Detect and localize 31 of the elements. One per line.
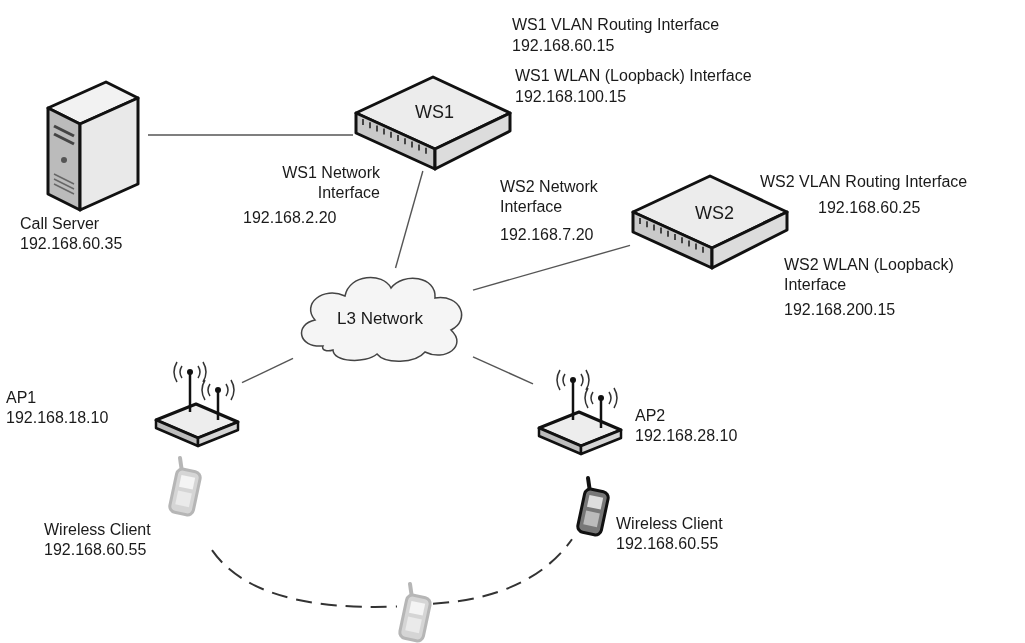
ip-address: 192.168.60.55	[44, 540, 147, 560]
ip-address: 192.168.2.20	[243, 208, 337, 228]
ip-address: 192.168.200.15	[784, 300, 896, 320]
dashed-path	[432, 538, 573, 605]
device-name: Call Server	[20, 214, 100, 234]
ip-address: 192.168.28.10	[635, 426, 738, 446]
network-link	[472, 244, 631, 291]
interface-label: WS1 VLAN Routing Interface	[512, 15, 720, 35]
interface-label: WS1 Network Interface	[281, 163, 380, 203]
device-name: AP1	[6, 388, 37, 408]
device-label: WS1	[415, 101, 454, 124]
interface-label: WS2 VLAN Routing Interface	[760, 172, 968, 192]
network-link	[147, 134, 354, 136]
ip-address: 192.168.18.10	[6, 408, 109, 428]
cloud-label: L3 Network	[337, 308, 423, 330]
device-name: Wireless Client	[44, 520, 151, 540]
device-label: WS2	[695, 202, 734, 225]
interface-label: WS2 Network Interface	[500, 177, 599, 217]
ip-address: 192.168.60.35	[20, 234, 123, 254]
interface-label: WS1 WLAN (Loopback) Interface	[515, 66, 752, 86]
network-link	[241, 357, 294, 384]
device-name: Wireless Client	[616, 514, 723, 534]
ip-address: 192.168.100.15	[515, 87, 627, 107]
interface-label: WS2 WLAN (Loopback) Interface	[784, 255, 955, 295]
network-link	[472, 356, 534, 385]
dashed-path	[211, 549, 398, 608]
device-name: AP2	[635, 406, 666, 426]
ip-address: 192.168.7.20	[500, 225, 594, 245]
ip-address: 192.168.60.55	[616, 534, 719, 554]
ip-address: 192.168.60.15	[512, 36, 615, 56]
ip-address: 192.168.60.25	[818, 198, 921, 218]
